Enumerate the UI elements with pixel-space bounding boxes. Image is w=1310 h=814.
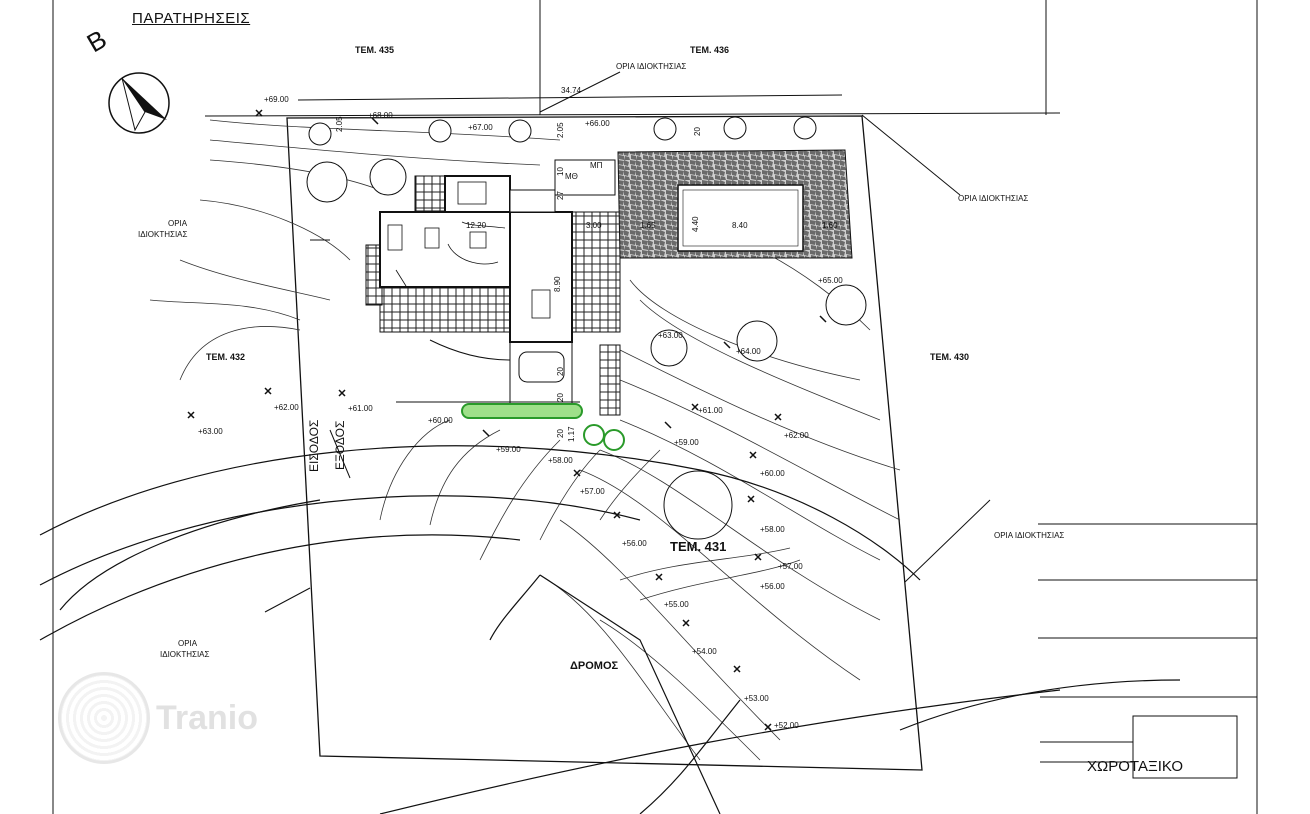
dim-20-top: 20 [693, 127, 702, 136]
property-limit-right-top: ΟΡΙΑ ΙΔΙΟΚΤΗΣΙΑΣ [958, 194, 1029, 203]
dim-27: 27 [556, 191, 565, 200]
property-limit-left-bottom-1: ΟΡΙΑ [178, 639, 198, 648]
elev-63-a: +63.00 [658, 331, 683, 340]
parcel-430-label: ΤΕΜ. 430 [930, 352, 970, 362]
room-code-mp: ΜΠ [590, 161, 603, 170]
dim-10: 10 [556, 167, 565, 176]
plot-outline [286, 115, 923, 771]
dim-20-parking: 20 [556, 367, 565, 376]
elev-61-b: +61.00 [698, 406, 723, 415]
property-limit-right-mid: ΟΡΙΑ ΙΔΙΟΚΤΗΣΙΑΣ [994, 531, 1065, 540]
entrance-markings [264, 239, 351, 613]
elev-58-b: +58.00 [760, 525, 785, 534]
spot-markers [187, 109, 827, 731]
property-limit-left-top-2: ΙΔΙΟΚΤΗΣΙΑΣ [138, 230, 188, 239]
parking-area [396, 339, 621, 416]
dim-34-74: 34.74 [561, 86, 582, 95]
parcel-431-label: ΤΕΜ. 431 [670, 539, 727, 554]
elev-58-a: +58.00 [548, 456, 573, 465]
dim-8-40: 8.40 [732, 221, 748, 230]
neighbour-boundaries [204, 0, 1061, 583]
property-limit-left-bottom-2: ΙΔΙΟΚΤΗΣΙΑΣ [160, 650, 210, 659]
trees [306, 116, 867, 540]
dim-3-00: 3.00 [586, 221, 602, 230]
watermark-text: Tranio [156, 698, 259, 737]
parcel-436-label: ΤΕΜ. 436 [690, 45, 730, 55]
parcel-432-label: ΤΕΜ. 432 [206, 352, 246, 362]
furniture [387, 181, 551, 319]
elev-57-a: +57.00 [580, 487, 605, 496]
elev-65: +65.00 [818, 276, 843, 285]
dim-20-low: 20 [556, 393, 565, 402]
contour-lines [149, 119, 901, 761]
sheet-label: ΧΩΡΟΤΑΞΙΚΟ [1087, 758, 1184, 775]
building-footprint [365, 159, 621, 343]
elev-69: +69.00 [264, 95, 289, 104]
road-curves [39, 445, 1181, 814]
elev-55: +55.00 [664, 600, 689, 609]
room-code-mo: ΜΘ [565, 172, 578, 181]
parcel-435-label: ΤΕΜ. 435 [355, 45, 395, 55]
dim-1-65: 1.65 [640, 221, 656, 230]
elev-57-b: +57.00 [778, 562, 803, 571]
elev-62-a: +62.00 [274, 403, 299, 412]
dim-2-05-left: 2.05 [335, 116, 344, 132]
pool-deck [617, 149, 853, 259]
elev-67: +67.00 [468, 123, 493, 132]
dim-1-60: 1.60 [822, 221, 838, 230]
elev-62-b: +62.00 [784, 431, 809, 440]
elev-59-b: +59.00 [674, 438, 699, 447]
elev-53: +53.00 [744, 694, 769, 703]
dim-2-05-mid: 2.05 [556, 122, 565, 138]
dim-4-40: 4.40 [691, 216, 700, 232]
elev-52: +52.00 [774, 721, 799, 730]
exit-label: ΕΞΟΔΟΣ [333, 420, 347, 470]
watermark: Tranio [58, 672, 258, 764]
elev-63-b: +63.00 [198, 427, 223, 436]
elev-66: +66.00 [585, 119, 610, 128]
north-arrow-icon [108, 72, 170, 134]
elev-59-a: +59.00 [496, 445, 521, 454]
elev-56-b: +56.00 [760, 582, 785, 591]
elev-60-a: +60.00 [428, 416, 453, 425]
dim-1-17: 1.17 [567, 426, 576, 442]
title-block [1038, 523, 1257, 779]
page-frame [52, 0, 1258, 814]
green-hedge [461, 403, 625, 451]
elev-56-a: +56.00 [622, 539, 647, 548]
property-limit-left-top-1: ΟΡΙΑ [168, 219, 188, 228]
elev-54: +54.00 [692, 647, 717, 656]
elev-64: +64.00 [736, 347, 761, 356]
entrance-label: ΕΙΣΟΔΟΣ [307, 419, 321, 472]
dim-12-20: 12.20 [466, 221, 487, 230]
road-label: ΔΡΟΜΟΣ [570, 660, 619, 672]
page-title: ΠΑΡΑΤΗΡΗΣΕΙΣ [132, 10, 251, 27]
elev-68: +68.00 [368, 111, 393, 120]
dim-8-90: 8.90 [553, 276, 562, 292]
elev-61-a: +61.00 [348, 404, 373, 413]
property-limit-top: ΟΡΙΑ ΙΔΙΟΚΤΗΣΙΑΣ [616, 62, 687, 71]
watermark-logo-icon [58, 672, 150, 764]
dim-20-bottom: 20 [556, 429, 565, 438]
elev-60-b: +60.00 [760, 469, 785, 478]
